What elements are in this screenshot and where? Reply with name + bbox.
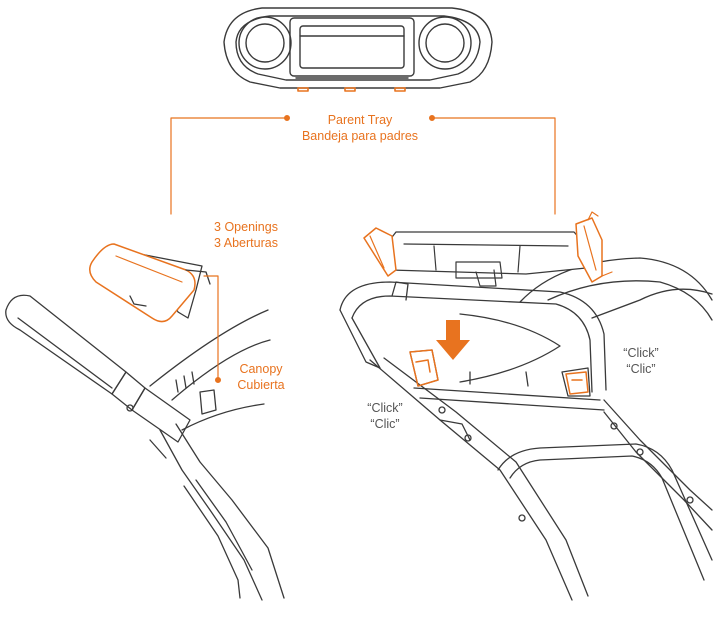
left-stroller-handle xyxy=(5,294,285,601)
right-stroller-frame xyxy=(339,257,713,601)
canopy-leader xyxy=(203,275,222,384)
parent-tray-leaders xyxy=(170,114,556,215)
down-arrow-icon xyxy=(436,320,470,360)
click-right-label-en: “Click” xyxy=(623,346,659,360)
openings-label: 3 Openings 3 Aberturas xyxy=(196,219,296,251)
openings-label-en: 3 Openings xyxy=(214,220,278,234)
left-tray-clip xyxy=(89,243,211,323)
click-left-label: “Click” “Clic” xyxy=(352,400,418,432)
click-left-label-en: “Click” xyxy=(367,401,403,415)
parent-tray-top-view xyxy=(223,7,493,89)
openings-label-es: 3 Aberturas xyxy=(214,236,278,250)
click-right-label-es: “Clic” xyxy=(626,362,656,376)
right-tray-clips-highlight xyxy=(409,349,589,395)
parent-tray-label: Parent Tray Bandeja para padres xyxy=(290,112,430,144)
canopy-label-es: Cubierta xyxy=(237,378,285,392)
parent-tray-label-en: Parent Tray xyxy=(327,113,393,127)
canopy-label-en: Canopy xyxy=(239,362,283,376)
parent-tray-label-es: Bandeja para padres xyxy=(301,129,419,143)
canopy-label: Canopy Cubierta xyxy=(226,361,296,393)
tray-attachment-points xyxy=(297,87,406,92)
click-left-label-es: “Clic” xyxy=(370,417,400,431)
click-right-label: “Click” “Clic” xyxy=(608,345,674,377)
right-parent-tray xyxy=(363,211,613,287)
